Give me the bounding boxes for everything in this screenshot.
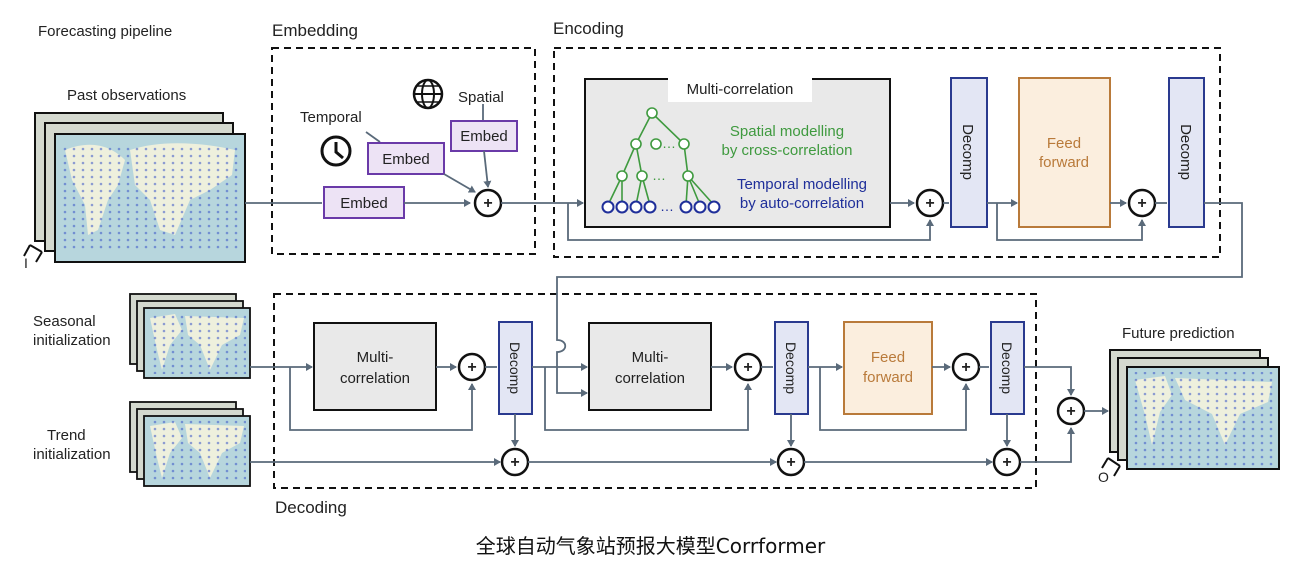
spatial-label: Spatial <box>458 89 504 106</box>
decoder-mc2-line2: correlation <box>615 370 685 387</box>
clock-icon <box>320 135 352 167</box>
temporal-embed-label: Embed <box>382 151 430 168</box>
spatial-modelling-line1: Spatial modelling <box>730 123 844 140</box>
residual-line <box>567 203 934 241</box>
decoder-mc1-line1: Multi- <box>357 349 394 366</box>
embedding-frame <box>271 47 536 255</box>
encoder-decomp-label-2: Decomp <box>1177 124 1194 180</box>
temporal-nodes <box>601 200 721 214</box>
pipeline-title: Forecasting pipeline <box>38 23 172 40</box>
residual-line <box>544 367 752 431</box>
plus-sign: + <box>1066 403 1075 420</box>
encoder-decomp-label-1: Decomp <box>959 124 976 180</box>
trend-initialization-stack <box>129 401 251 487</box>
plus-sign: + <box>743 359 752 376</box>
decoder-feed-forward-box <box>843 321 933 415</box>
encoding-frame <box>553 47 1221 258</box>
multi-correlation-title: Multi-correlation <box>687 81 794 98</box>
globe-icon <box>412 78 444 110</box>
mc-title-bg <box>668 76 812 102</box>
temporal-connector <box>365 131 381 143</box>
plus-sign: + <box>483 195 492 212</box>
encoder-feed-forward-line2: forward <box>1039 154 1089 171</box>
decoder-multi-correlation-box-2 <box>588 322 712 411</box>
encoding-title: Encoding <box>553 19 624 38</box>
trend-label-line1: Trend <box>47 427 86 444</box>
value-embed-label: Embed <box>340 195 388 212</box>
decoder-feed-forward-line2: forward <box>863 369 913 386</box>
decoder-feed-forward-line1: Feed <box>871 349 905 366</box>
future-prediction-stack <box>1109 349 1280 470</box>
svg-text:O: O <box>1098 469 1109 485</box>
residual-line <box>996 203 1146 241</box>
spatial-modelling-line2: by cross-correlation <box>722 142 853 159</box>
plus-sign: + <box>467 359 476 376</box>
temporal-modelling-line1: Temporal modelling <box>737 176 867 193</box>
flow-line <box>1024 366 1075 396</box>
residual-line <box>819 367 970 431</box>
plus-sign: + <box>1002 454 1011 471</box>
encoder-decomp-box-1 <box>950 77 988 228</box>
decoder-mc2-line1: Multi- <box>632 349 669 366</box>
output-dim-marker: O <box>1098 457 1121 485</box>
decoding-title: Decoding <box>275 498 347 517</box>
plus-sign: + <box>925 195 934 212</box>
temporal-label: Temporal <box>300 109 362 126</box>
plus-sign: + <box>961 359 970 376</box>
decoding-frame <box>273 293 1037 489</box>
decoder-decomp-box-1 <box>498 321 533 415</box>
flow-line <box>483 150 492 188</box>
figure-caption: 全球自动气象站预报大模型Corrformer <box>475 534 826 558</box>
past-observations-stack <box>34 112 246 263</box>
plus-sign: + <box>786 454 795 471</box>
correlation-tree <box>607 107 715 206</box>
seasonal-initialization-stack <box>129 293 251 379</box>
svg-text:I: I <box>24 255 28 271</box>
spatial-embed-label: Embed <box>460 128 508 145</box>
temporal-modelling-line2: by auto-correlation <box>740 195 864 212</box>
decoder-decomp-box-3 <box>990 321 1025 415</box>
embedding-title: Embedding <box>272 21 358 40</box>
encoder-feed-forward-box <box>1018 77 1111 228</box>
flow-line <box>1020 427 1075 463</box>
spatial-embed-box <box>450 120 518 152</box>
flow-line <box>443 173 476 193</box>
plus-sign: + <box>510 454 519 471</box>
seasonal-label-line2: initialization <box>33 332 111 349</box>
plus-sign: + <box>1137 195 1146 212</box>
decoder-decomp-label-3: Decomp <box>999 342 1015 394</box>
decoder-decomp-label-1: Decomp <box>507 342 523 394</box>
seasonal-label-line1: Seasonal <box>33 313 96 330</box>
tree-ellipsis: … <box>662 135 676 151</box>
tree-ellipsis: … <box>652 167 666 183</box>
encoder-output-line <box>556 202 1243 397</box>
value-embed-box <box>323 186 405 219</box>
decoder-decomp-label-2: Decomp <box>783 342 799 394</box>
temporal-embed-box <box>367 142 445 175</box>
past-observations-label: Past observations <box>67 87 186 104</box>
decoder-decomp-box-2 <box>774 321 809 415</box>
decoder-mc1-line2: correlation <box>340 370 410 387</box>
trend-label-line2: initialization <box>33 446 111 463</box>
decoder-multi-correlation-box-1 <box>313 322 437 411</box>
past-dim-marker: I <box>23 244 43 271</box>
encoder-decomp-box-2 <box>1168 77 1205 228</box>
encoder-feed-forward-line1: Feed <box>1047 135 1081 152</box>
residual-line <box>289 367 476 431</box>
future-prediction-label: Future prediction <box>1122 325 1235 342</box>
temporal-ellipsis: … <box>660 198 674 214</box>
